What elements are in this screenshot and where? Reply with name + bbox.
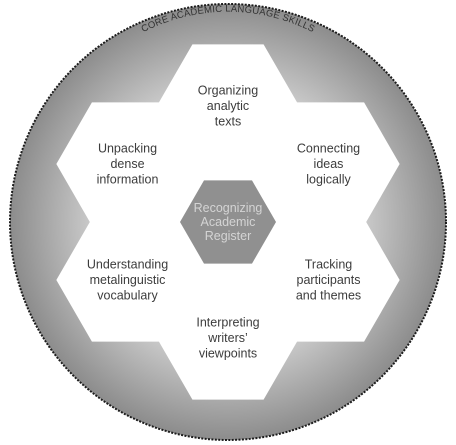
skill-label-line: Connecting <box>297 142 360 156</box>
skill-label-line: metalinguistic <box>90 273 166 287</box>
skill-label-line: writers’ <box>207 331 248 345</box>
skill-label-line: texts <box>215 115 241 129</box>
skill-label-line: Unpacking <box>98 142 157 156</box>
skill-label-line: ideas <box>314 157 344 171</box>
center-hexagon <box>180 180 276 264</box>
center-label-line: Register <box>205 229 252 243</box>
skill-label-line: participants <box>297 273 361 287</box>
center-label-line: Academic <box>201 215 256 229</box>
skill-label-line: dense <box>110 157 144 171</box>
skill-label-line: analytic <box>207 99 249 113</box>
skill-label-line: Understanding <box>87 258 168 272</box>
skill-label-line: Organizing <box>198 84 258 98</box>
skill-label-line: information <box>97 173 159 187</box>
skill-label-line: Tracking <box>305 258 353 272</box>
skill-label-line: Interpreting <box>196 316 259 330</box>
skill-label-line: viewpoints <box>199 347 257 361</box>
skill-label-line: and themes <box>296 289 361 303</box>
skill-label-line: vocabulary <box>97 289 158 303</box>
outer-circle-border <box>9 3 447 441</box>
skill-label-line: logically <box>306 173 351 187</box>
center-label-line: Recognizing <box>194 201 263 215</box>
